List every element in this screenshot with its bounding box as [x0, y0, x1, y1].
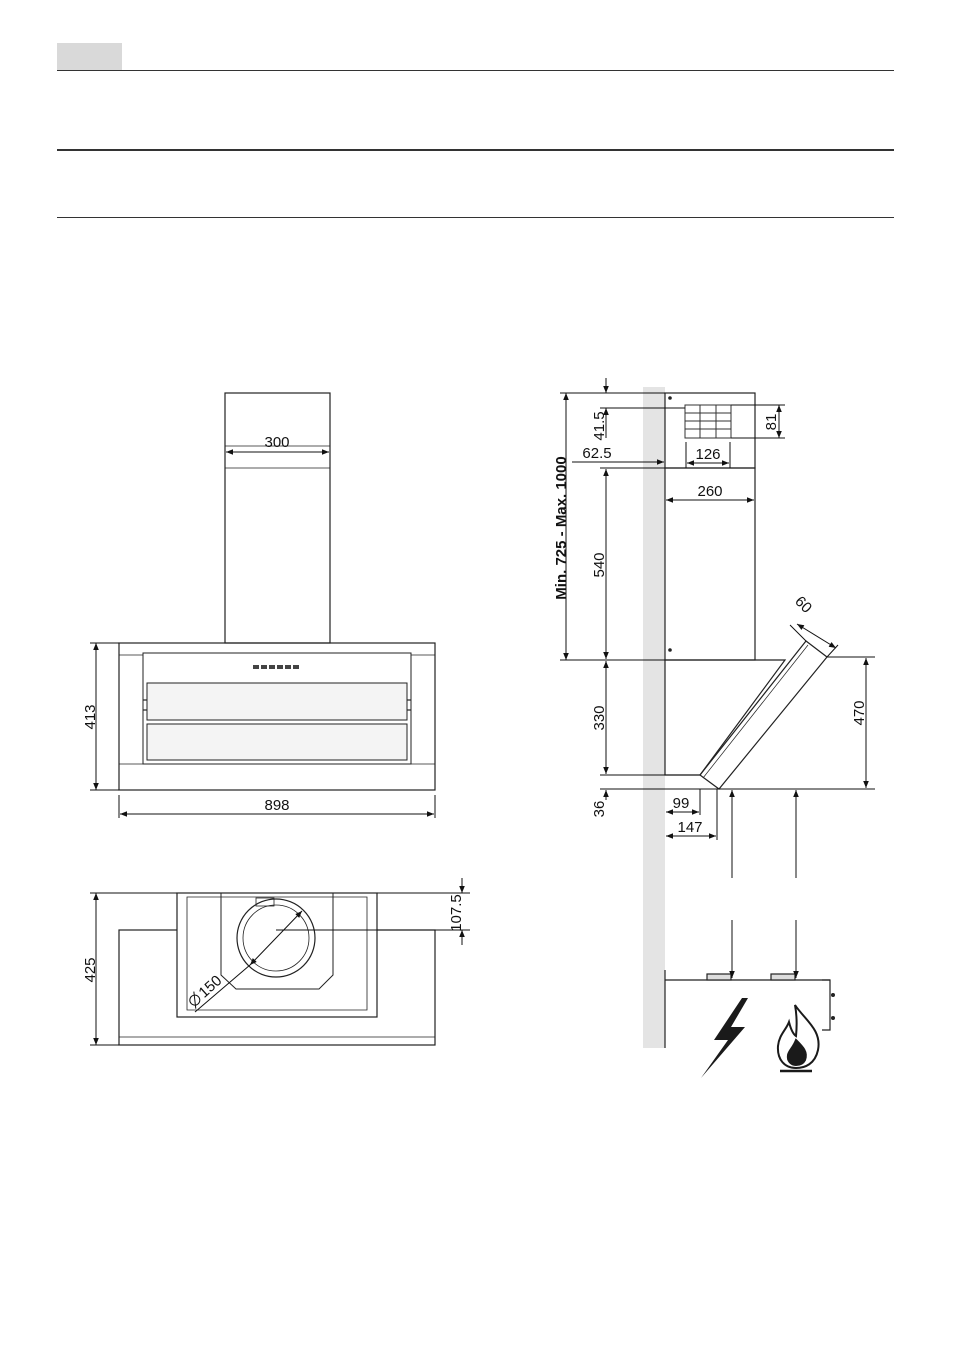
- front-chimney: [225, 393, 330, 643]
- front-dimensions: [90, 452, 435, 818]
- dim-wall-offset: 62.5: [582, 445, 611, 462]
- wall: [643, 387, 665, 1048]
- dim-panel-thickness: 60: [791, 593, 815, 617]
- dim-vent-width: 126: [695, 446, 720, 463]
- dim-duct-offset: 107.5: [448, 894, 465, 932]
- dim-vent-height: 81: [763, 414, 780, 431]
- top-view: [119, 893, 435, 1045]
- dim-lower-depth: 99: [673, 795, 690, 812]
- dim-panel-height: 470: [851, 700, 868, 725]
- dim-chimney-height: 540: [591, 552, 608, 577]
- dim-hood-height: 413: [82, 704, 99, 729]
- dim-chimney-width: 300: [264, 434, 289, 451]
- dim-body-height: 330: [591, 705, 608, 730]
- front-control-buttons: [253, 665, 299, 669]
- dim-upper-depth: 147: [677, 819, 702, 836]
- dim-hood-width: 898: [264, 797, 289, 814]
- front-view: [119, 393, 435, 790]
- side-vent-grille: [685, 405, 731, 438]
- dim-depth: 425: [82, 957, 99, 982]
- dim-chimney-depth: 260: [697, 483, 722, 500]
- dim-height-range: Min. 725 - Max. 1000: [553, 456, 570, 599]
- dim-top-gap: 41.5: [591, 411, 608, 440]
- dim-bottom-gap: 36: [591, 801, 608, 818]
- electric-hob-icon: [701, 998, 748, 1078]
- gas-flame-icon: [778, 1005, 819, 1071]
- side-view: [665, 393, 830, 1048]
